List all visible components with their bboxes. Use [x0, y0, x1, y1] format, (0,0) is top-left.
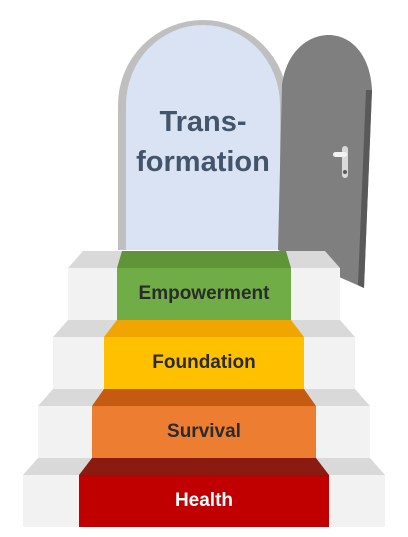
empowerment-step — [117, 268, 291, 320]
foundation-step-tread — [104, 320, 304, 337]
health-step — [79, 475, 329, 527]
carpet — [79, 251, 329, 527]
health-label: Health — [174, 490, 234, 511]
doorway-label-line-1: Trans- — [159, 106, 247, 138]
empowerment-step-tread — [117, 251, 291, 268]
foundation-step — [104, 337, 304, 389]
survival-label: Survival — [167, 421, 241, 442]
foundation-label: Foundation — [152, 352, 256, 373]
empowerment-label: Empowerment — [138, 283, 270, 304]
door-edge-shade — [358, 90, 372, 288]
survival-step — [92, 406, 316, 458]
open-door — [278, 35, 372, 288]
door-handle-icon — [333, 146, 348, 178]
doorway-opening — [126, 25, 280, 250]
health-step-tread — [79, 458, 329, 475]
doorway-label-line-2: formation — [136, 146, 270, 178]
survival-step-tread — [92, 389, 316, 406]
doorway-label: Trans- formation — [128, 102, 278, 182]
